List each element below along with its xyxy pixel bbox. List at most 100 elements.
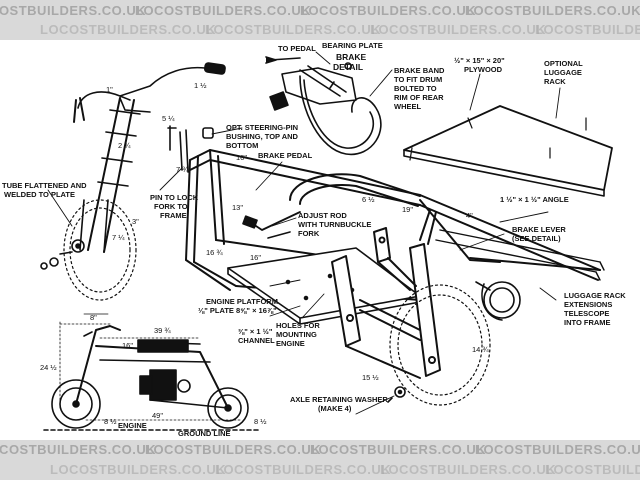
watermark-text: LOCOSTBUILDERS.CO.UK (40, 22, 217, 37)
label-brake-lever: BRAKE LEVER (512, 225, 566, 234)
label-brake-detail: BRAKE (336, 52, 367, 62)
label-engine-platform: ⅛" PLATE 8⅝" × 16⅞" (198, 306, 277, 315)
label-engine-platform: ENGINE PLATFORM (206, 297, 278, 306)
dim-side-24: 24 ½ (40, 363, 57, 372)
dim-14-75: 14 ¾ (472, 345, 489, 354)
dim-4: 4" (466, 211, 473, 220)
dim-5-25: 5 ¼ (162, 114, 175, 123)
label-pin-lock: FRAME (160, 211, 187, 220)
watermark-text: LOCOSTBUILDERS.CO.UK (545, 462, 640, 477)
watermark-text: LOCOSTBUILDERS.CO.UK (370, 22, 547, 37)
watermark-text: LOCOSTBUILDERS.CO.UK (205, 22, 382, 37)
dim-19: 19" (402, 205, 413, 214)
label-steering-pin: BUSHING, TOP AND (226, 132, 299, 141)
label-luggage-rack: LUGGAGE (544, 68, 582, 77)
label-holes: MOUNTING (276, 330, 317, 339)
dim-1: 1" (106, 85, 113, 94)
rear-wheel (389, 284, 491, 406)
dim-2-75: 2 ¾ (118, 141, 131, 150)
luggage-rack-extensions (435, 229, 605, 281)
front-axle-hardware (40, 251, 73, 270)
dim-13: 13" (232, 203, 243, 212)
watermark-text: LOCOSTBUILDERS.CO.UK (380, 462, 557, 477)
front-wheel (63, 199, 137, 301)
dim-side-8: 8" (90, 313, 97, 322)
watermark-text: LOCOSTBUILDERS.CO.UK (475, 442, 640, 457)
label-axle-washer: AXLE RETAINING WASHER (290, 395, 388, 404)
dimension-labels: 1 ½ 5 ¼ 2 ¾ 7 ¾ 3" 7 ¼ 16" 13" 16 ¾ 6 ½ … (40, 81, 489, 426)
label-plywood: ½" × 15" × 20" (454, 56, 505, 65)
dim-15-5: 15 ½ (362, 373, 379, 382)
dim-3: 3" (132, 217, 139, 226)
label-steering-pin: OPT. STEERING-PIN (226, 123, 298, 132)
engine-platform (227, 247, 421, 325)
label-pin-lock: PIN TO LOCK (150, 193, 199, 202)
brake-detail (265, 56, 382, 156)
label-tube-flattened: WELDED TO PLATE (4, 190, 75, 199)
label-brake-band: TO FIT DRUM (394, 75, 442, 84)
label-brake-band: BRAKE BAND (394, 66, 445, 75)
dim-side-16: 16" (122, 341, 133, 350)
brake-drum (475, 281, 521, 321)
label-bearing-plate: BEARING PLATE (322, 41, 383, 50)
dim-6-5: 6 ½ (362, 195, 375, 204)
dim-side-8-5b: 8 ½ (254, 417, 267, 426)
leader-lines (47, 51, 561, 415)
label-brake-lever: (SEE DETAIL) (512, 234, 561, 243)
label-steering-pin: BOTTOM (226, 141, 258, 150)
watermark-text: LOCOSTBUILDERS.CO.UK (300, 3, 477, 18)
watermark-band-bottom: LOCOSTBUILDERS.CO.UK LOCOSTBUILDERS.CO.U… (0, 440, 640, 480)
dim-7-75: 7 ¾ (176, 165, 189, 174)
label-to-pedal: TO PEDAL (278, 44, 316, 53)
dim-side-8-5: 8 ½ (104, 417, 117, 426)
label-channel: ⅜" × 1 ½" (238, 327, 273, 336)
label-ground-line: GROUND LINE (178, 429, 231, 438)
label-luggage-ext: TELESCOPE (564, 309, 609, 318)
watermark-text: LOCOSTBUILDERS.CO.UK (145, 442, 322, 457)
label-pin-lock: FORK TO (154, 202, 188, 211)
rear-axle-plates (331, 227, 441, 379)
watermark-band-top: LOCOSTBUILDERS.CO.UK LOCOSTBUILDERS.CO.U… (0, 0, 640, 40)
label-engine: ENGINE (118, 421, 147, 430)
label-angle: 1 ½" × 1 ½" ANGLE (500, 195, 569, 204)
callout-labels: TO PEDAL BEARING PLATE BRAKE DETAIL BRAK… (2, 41, 626, 438)
label-luggage-ext: INTO FRAME (564, 318, 611, 327)
label-brake-detail: DETAIL (333, 62, 363, 72)
label-brake-pedal: BRAKE PEDAL (258, 151, 313, 160)
label-luggage-ext: EXTENSIONS (564, 300, 612, 309)
watermark-text: LOCOSTBUILDERS.CO.UK (0, 3, 147, 18)
watermark-text: LOCOSTBUILDERS.CO.UK (135, 3, 312, 18)
label-plywood: PLYWOOD (464, 65, 503, 74)
dim-16: 16" (236, 153, 247, 162)
watermark-text: LOCOSTBUILDERS.CO.UK (465, 3, 640, 18)
plywood-rack (403, 105, 613, 197)
label-brake-band: BOLTED TO (394, 84, 437, 93)
dim-7-25: 7 ¼ (112, 233, 125, 242)
watermark-text: LOCOSTBUILDERS.CO.UK (215, 462, 392, 477)
dim-16-75: 16 ¾ (206, 248, 223, 257)
watermark-text: LOCOSTBUILDERS.CO.UK (0, 442, 157, 457)
watermark-text: LOCOSTBUILDERS.CO.UK (50, 462, 227, 477)
label-luggage-rack: OPTIONAL (544, 59, 583, 68)
front-fork-assembly (71, 62, 226, 253)
dim-1-5: 1 ½ (194, 81, 207, 90)
label-luggage-ext: LUGGAGE RACK (564, 291, 626, 300)
label-holes: HOLES FOR (276, 321, 320, 330)
label-adjust-rod: WITH TURNBUCKLE (298, 220, 371, 229)
dim-side-49: 49" (152, 411, 163, 420)
label-tube-flattened: TUBE FLATTENED AND (2, 181, 87, 190)
axle-washer (387, 386, 406, 403)
brake-pedal (242, 211, 301, 239)
steering-pin (167, 125, 214, 173)
label-axle-washer: (MAKE 4) (318, 404, 352, 413)
label-holes: ENGINE (276, 339, 305, 348)
label-brake-band: WHEEL (394, 102, 422, 111)
label-adjust-rod: ADJUST ROD (298, 211, 347, 220)
label-adjust-rod: FORK (298, 229, 320, 238)
dim-side-39: 39 ¾ (154, 326, 171, 335)
dim-16b: 16" (250, 253, 261, 262)
label-brake-band: RIM OF REAR (394, 93, 444, 102)
watermark-text: LOCOSTBUILDERS.CO.UK (535, 22, 640, 37)
side-view-minibike (43, 313, 261, 431)
